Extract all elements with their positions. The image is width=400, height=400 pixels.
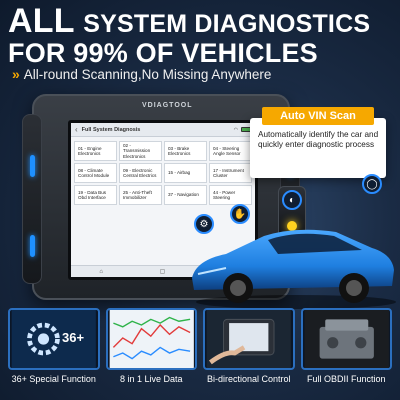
led-light-icon — [30, 235, 35, 257]
status-icons: ◠ — [234, 127, 251, 133]
system-menu-item[interactable]: 03 - Brake Electronics — [164, 141, 207, 161]
recent-icon[interactable]: ▢ — [159, 269, 166, 275]
back-arrow-icon[interactable]: ‹ — [75, 125, 78, 134]
auto-vin-badge: Auto VIN Scan — [262, 107, 374, 125]
system-menu-item[interactable]: 08 - Climate Control Module — [74, 163, 117, 183]
feature-obdii: Full OBDII Function — [300, 308, 392, 392]
auto-vin-card: Auto VIN Scan Automatically identify the… — [250, 107, 386, 178]
headline-line-1: ALL SYSTEM DIAGNOSTICS — [8, 4, 394, 38]
feature-row: 36+ 36+ Special Function 8 in 1 Live Dat… — [8, 308, 392, 392]
led-light-icon — [30, 155, 35, 177]
screen-title: Full System Diagnosis — [81, 126, 141, 133]
system-menu-item[interactable]: 37 - Navigation — [164, 185, 207, 205]
feature-label: 36+ Special Function — [11, 374, 96, 384]
engine-warning-icon: ⚙ — [194, 214, 214, 234]
car-illustration: ⚙ ✋ ◐ ◯ — [186, 174, 398, 310]
system-menu-item[interactable]: 09 - Electronic Central Electrics — [119, 163, 162, 183]
system-menu-item[interactable]: 44 - Power Steering — [209, 185, 252, 205]
headlight-icon: ◐ — [282, 190, 302, 210]
double-chevron-icon: » — [12, 66, 20, 82]
car-icon — [192, 229, 396, 309]
line-graph-icon — [109, 310, 194, 368]
special-function-thumb: 36+ — [8, 308, 100, 370]
subline-text: All-round Scanning,No Missing Anywhere — [23, 66, 272, 82]
tablet-in-hand-icon — [206, 310, 291, 368]
system-menu-item[interactable]: 01 - Engine Electronics — [74, 141, 117, 161]
feature-bidirectional: Bi-directional Control — [203, 308, 295, 392]
left-grip — [22, 114, 42, 284]
system-menu-item[interactable]: 02 - Transmission Electronics — [119, 141, 162, 161]
system-menu-item[interactable]: 19 - Data Bus Obd Interface — [74, 185, 117, 205]
headline-system-diagnostics: SYSTEM DIAGNOSTICS — [83, 10, 371, 38]
device-screen: ‹ Full System Diagnosis ◠ 01 - Engine El… — [68, 120, 258, 280]
gear-icon — [11, 310, 96, 368]
feature-label: Bi-directional Control — [206, 374, 291, 384]
airbag-warning-icon: ✋ — [230, 204, 250, 224]
headline-line-2: FOR 99% OF VEHICLES — [8, 38, 318, 68]
headline: ALL SYSTEM DIAGNOSTICS FOR 99% OF VEHICL… — [8, 4, 394, 67]
special-function-badge: 36+ — [62, 330, 85, 345]
system-menu-item[interactable]: 15 - Airbag — [164, 163, 207, 183]
feature-label: 8 in 1 Live Data — [119, 374, 183, 384]
system-menu-item[interactable]: 17 - Instrument Cluster — [209, 163, 252, 183]
tire-pressure-icon: ◯ — [362, 174, 382, 194]
device-brand: VDIAGTOOL — [142, 102, 193, 109]
live-data-thumb — [105, 308, 197, 370]
feature-label: Full OBDII Function — [306, 374, 386, 384]
bidirectional-thumb — [203, 308, 295, 370]
feature-live-data: 8 in 1 Live Data — [105, 308, 197, 392]
system-menu-item[interactable]: 04 - Steering Angle Sensor — [209, 141, 252, 161]
wifi-icon: ◠ — [233, 126, 238, 133]
headline-all: ALL — [8, 2, 75, 40]
scan-tool-tablet: VDIAGTOOL ‹ Full System Diagnosis ◠ 01 -… — [22, 94, 300, 300]
system-menu-item[interactable]: 25 - Anti-Theft Immobilizer — [119, 185, 162, 205]
connector-light-icon — [287, 221, 297, 231]
obdii-thumb — [300, 308, 392, 370]
screen-title-bar: ‹ Full System Diagnosis ◠ — [71, 123, 255, 137]
feature-special-function: 36+ 36+ Special Function — [8, 308, 100, 392]
home-icon[interactable]: ⌂ — [99, 268, 103, 275]
auto-vin-description: Automatically identify the car and quick… — [258, 130, 379, 150]
subline: » All-round Scanning,No Missing Anywhere — [12, 66, 271, 82]
engine-icon — [304, 310, 389, 368]
